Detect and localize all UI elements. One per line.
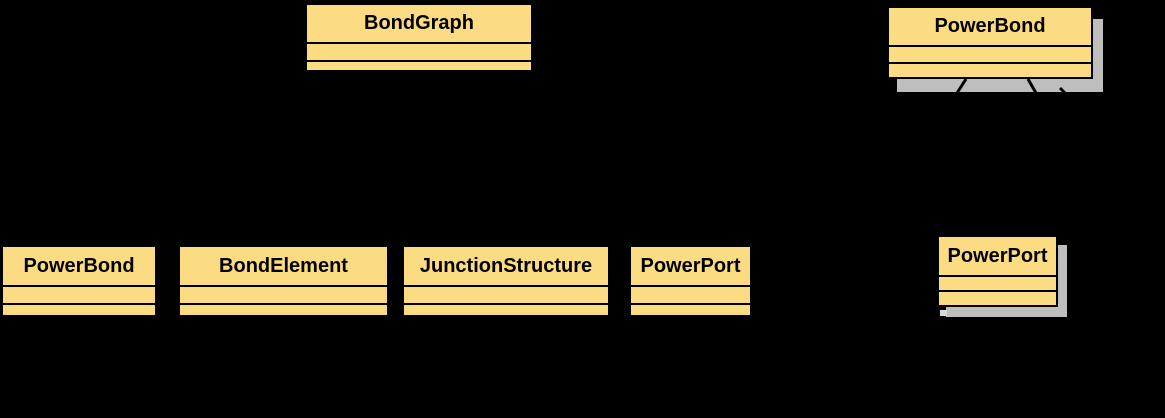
operations-compartment — [939, 290, 1056, 305]
class-bondelement[interactable]: BondElement — [178, 245, 389, 317]
class-title: PowerPort — [640, 254, 741, 277]
class-bondgraph[interactable]: BondGraph — [305, 3, 533, 72]
edge-fragment-diagonal-left — [955, 78, 968, 94]
attributes-compartment — [404, 285, 608, 303]
class-title: PowerBond — [934, 15, 1046, 37]
attributes-compartment — [889, 45, 1091, 62]
operations-compartment — [3, 303, 155, 315]
attributes-compartment — [3, 285, 155, 303]
operations-compartment — [631, 303, 750, 315]
arrowhead-fragment — [940, 310, 947, 316]
class-powerbond[interactable]: PowerBond — [1, 245, 157, 317]
class-title: PowerBond — [23, 254, 135, 277]
operations-compartment — [180, 303, 387, 315]
class-junctionstructure[interactable]: JunctionStructure — [402, 245, 610, 317]
operations-compartment — [404, 303, 608, 315]
attributes-compartment — [307, 42, 531, 60]
class-powerport-right[interactable]: PowerPort — [937, 235, 1058, 307]
attributes-compartment — [939, 275, 1056, 290]
class-title: JunctionStructure — [419, 254, 593, 277]
edge-fragment-diagonal-right — [1026, 78, 1038, 94]
class-powerport[interactable]: PowerPort — [629, 245, 752, 317]
class-title: BondGraph — [364, 12, 474, 34]
class-powerbond-top[interactable]: PowerBond — [887, 6, 1093, 79]
attributes-compartment — [180, 285, 387, 303]
operations-compartment — [889, 62, 1091, 77]
edge-fragment-tick — [1058, 86, 1068, 96]
class-title: BondElement — [219, 254, 348, 277]
attributes-compartment — [631, 285, 750, 303]
operations-compartment — [307, 60, 531, 70]
class-title: PowerPort — [947, 244, 1048, 267]
